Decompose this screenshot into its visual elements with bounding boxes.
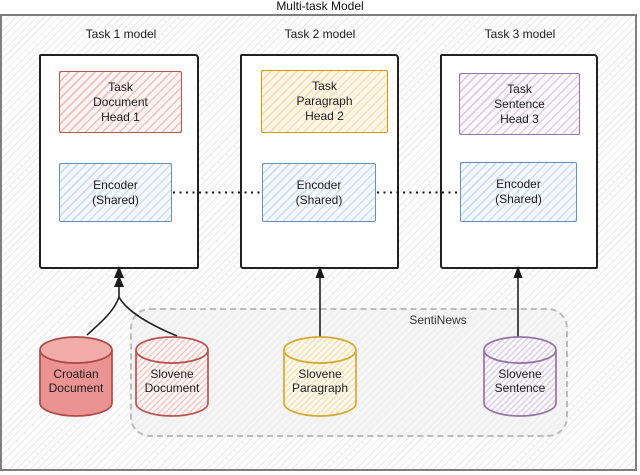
task-3-model-label: Task 3 model [484, 27, 556, 41]
diagram-title: Multi-task Model [276, 0, 364, 13]
task-document-head-1-box: Task Document Head 1 [59, 71, 182, 133]
encoder-shared-box-1: Encoder (Shared) [59, 163, 172, 222]
slovene-sentence-label: Slovene Sentence [494, 367, 546, 395]
task-paragraph-head-2-box: Task Paragraph Head 2 [261, 70, 388, 133]
slovene-paragraph-label: Slovene Paragraph [291, 367, 349, 395]
task-sentence-head-3-box: Task Sentence Head 3 [459, 73, 580, 135]
encoder-shared-box-3: Encoder (Shared) [460, 162, 577, 222]
encoder-shared-box-2: Encoder (Shared) [262, 163, 376, 222]
slovene-document-label: Slovene Document [144, 367, 200, 395]
croatian-document-label: Croatian Document [48, 367, 104, 395]
task-1-model-label: Task 1 model [85, 27, 157, 41]
task-2-model-label: Task 2 model [284, 27, 356, 41]
sentinews-label: SentiNews [409, 313, 467, 327]
